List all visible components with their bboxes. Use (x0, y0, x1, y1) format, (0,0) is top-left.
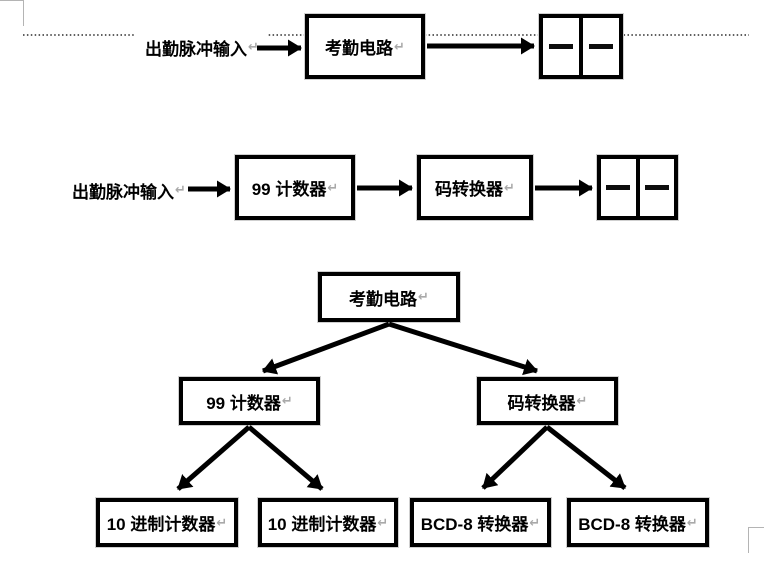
paragraph-mark-icon: ↵ (394, 38, 405, 54)
digit-dash (549, 44, 573, 49)
diagram2-converter-box: 码转换器↵ (417, 155, 533, 220)
text-boundary-corner-bottom-left (0, 0, 24, 26)
diagram2-input-label: 出勤脉冲输入↵ (62, 173, 194, 207)
digit-cell (543, 18, 583, 75)
diagram1-circuit-box-text: 考勤电路 (325, 39, 394, 58)
connector-arrow-down-left-icon (176, 425, 251, 491)
diagram2-converter-box-text: 码转换器 (435, 180, 504, 199)
diagram3-converter-box-text: 码转换器 (507, 393, 576, 413)
paragraph-mark-icon: ↵ (686, 514, 698, 530)
diagram3-decimal-counter-box-2: 10 进制计数器↵ (258, 498, 398, 547)
paragraph-mark-icon: ↵ (418, 289, 429, 304)
diagram2-counter-box: 99 计数器↵ (235, 155, 355, 220)
paragraph-mark-icon: ↵ (504, 179, 515, 195)
diagram3-root-box-text: 考勤电路 (349, 289, 418, 309)
diagram3-bcd-converter-box-1-text: BCD-8 转换器 (420, 515, 529, 534)
diagram2-input-label-text: 出勤脉冲输入 (72, 182, 174, 202)
text-boundary-corner-bottom-right (748, 527, 764, 553)
diagram1-input-label-text: 出勤脉冲输入 (145, 39, 247, 59)
diagram3-decimal-counter-box-2-text: 10 进制计数器 (267, 515, 377, 534)
digit-dash (606, 185, 631, 190)
paragraph-mark-icon: ↵ (281, 393, 293, 408)
connector-arrow-down-right-icon (388, 321, 538, 376)
paragraph-mark-icon: ↵ (529, 514, 541, 530)
connector-arrow-down-right-icon (247, 425, 324, 491)
connector-arrow-down-right-icon (545, 425, 627, 490)
connector-arrow-down-left-icon (262, 321, 390, 375)
paragraph-mark-icon: ↵ (248, 39, 259, 54)
digit-dash (589, 44, 613, 49)
paragraph-mark-icon: ↵ (576, 393, 588, 408)
diagram3-converter-box: 码转换器↵ (477, 377, 618, 425)
paragraph-mark-icon: ↵ (327, 179, 339, 195)
diagram3-decimal-counter-box-1: 10 进制计数器↵ (96, 498, 238, 547)
diagram3-counter-box: 99 计数器↵ (179, 377, 320, 425)
diagram1-circuit-box: 考勤电路↵ (305, 14, 425, 79)
diagram3-bcd-converter-box-2-text: BCD-8 转换器 (578, 515, 686, 534)
diagram1-input-label: 出勤脉冲输入↵ (135, 30, 267, 64)
diagram3-decimal-counter-box-1-text: 10 进制计数器 (106, 515, 216, 534)
diagram2-counter-box-text: 99 计数器 (251, 180, 327, 199)
diagram1-digit-display (539, 14, 623, 79)
diagram3-bcd-converter-box-2: BCD-8 转换器↵ (567, 498, 709, 547)
paragraph-mark-icon: ↵ (175, 182, 186, 197)
connector-arrow-down-left-icon (481, 425, 549, 490)
digit-cell (601, 159, 640, 216)
diagram3-bcd-converter-box-1: BCD-8 转换器↵ (410, 498, 551, 547)
diagram2-digit-display (597, 155, 678, 220)
digit-cell (640, 159, 675, 216)
digit-cell (583, 18, 619, 75)
digit-dash (644, 185, 669, 190)
diagram3-counter-box-text: 99 计数器 (206, 393, 281, 413)
paragraph-mark-icon: ↵ (377, 514, 389, 530)
diagram3-root-box: 考勤电路↵ (318, 272, 460, 322)
paragraph-mark-icon: ↵ (216, 514, 228, 530)
